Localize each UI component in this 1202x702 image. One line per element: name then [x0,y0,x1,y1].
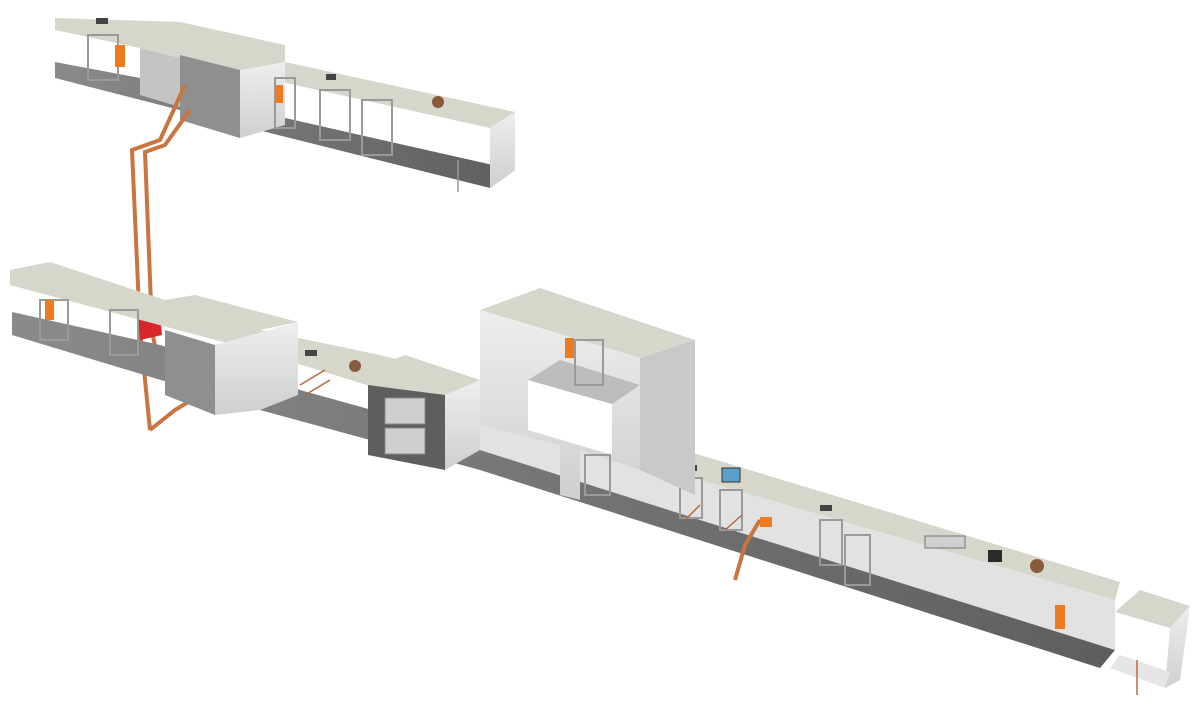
lower-duct-back-wall [480,420,1115,650]
upper-coil-box [180,55,240,138]
sensor-icon [820,505,832,511]
loop-side [640,340,695,495]
loop-dampers [574,339,611,496]
copper-heater-elements [299,369,743,531]
actuator-icon [1055,605,1065,629]
upper-duct-end-side [490,112,515,188]
actuator-icon [565,338,574,358]
end-duct-side [1165,606,1190,688]
actuator-icon [760,517,772,527]
end-duct-section [1110,590,1190,695]
control-module-icon [924,535,966,549]
loop-top [480,288,695,358]
controller-box-icon [988,550,1002,562]
fan-section-top [368,355,480,395]
upper-duct-run [55,18,515,192]
actuator-icon [275,85,283,103]
humidifier-coil-icon [349,360,361,372]
humidifier-coil-icon [1030,559,1044,573]
copper-pipe-icon [733,518,762,581]
sensor-icon [305,350,317,356]
fan-icon [384,397,426,455]
end-duct-floor [1110,655,1170,688]
loop-inner-floor [528,360,640,404]
end-duct-top [1115,590,1190,628]
sensor-icon [96,18,108,24]
humidifier-coil-icon [432,96,444,108]
actuator-icon [115,45,125,67]
fan-section-side [445,380,480,470]
sensor-icon [326,74,336,80]
upper-coil-box-side [240,62,285,138]
display-panel-icon [721,467,741,483]
lower-coil-box [165,330,215,415]
bypass-loop-duct [480,288,695,500]
lower-coil-box-side [215,322,298,415]
actuator-icon [45,300,54,320]
loop-opening [528,380,612,455]
